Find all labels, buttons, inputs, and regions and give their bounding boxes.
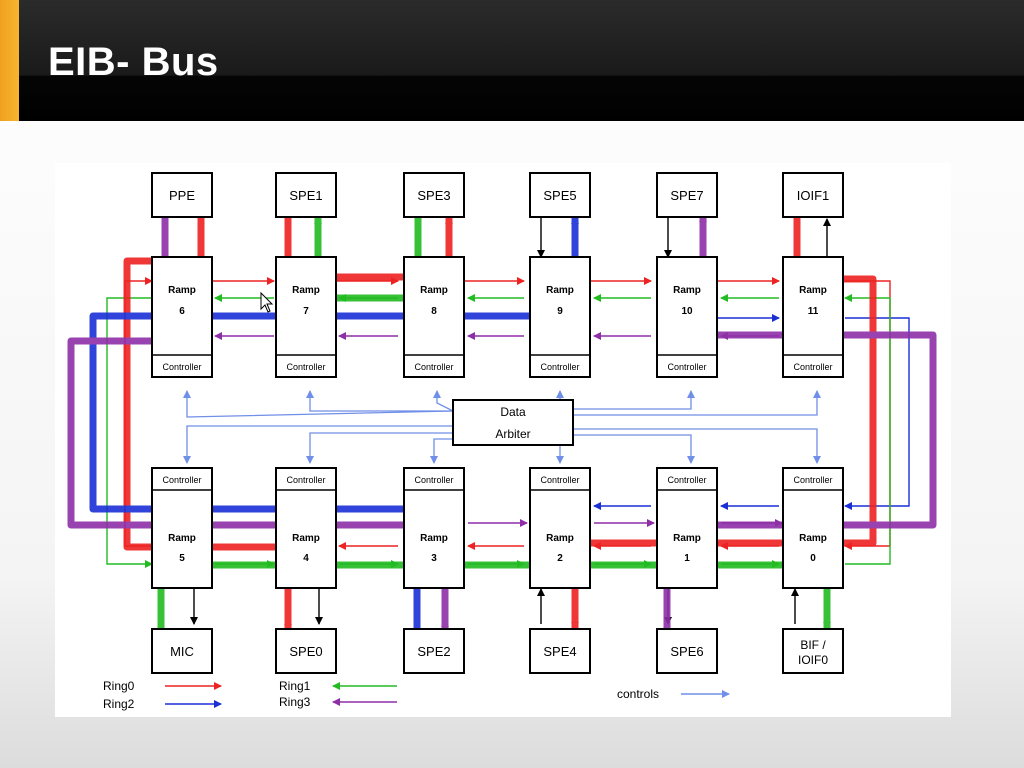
legend-ring1-label: Ring1 [279, 679, 311, 693]
controller-label: Controller [540, 362, 579, 372]
ramp-label: Ramp [799, 533, 827, 544]
accent-bar [0, 0, 19, 121]
ramp-label: Ramp [673, 285, 701, 296]
control-lines [183, 390, 821, 464]
ramp-0: Controller Ramp 0 [782, 467, 844, 589]
unit-spe4: SPE4 [529, 628, 591, 674]
ramp-label: Ramp [673, 533, 701, 544]
unit-label: SPE4 [543, 644, 576, 659]
ramp-11: Ramp 11 Controller [782, 256, 844, 378]
ramp-label: Ramp [546, 533, 574, 544]
unit-ioif1: IOIF1 [782, 172, 844, 218]
slide-header: EIB- Bus [0, 0, 1024, 121]
unit-label: IOIF1 [797, 188, 830, 203]
unit-label: SPE5 [543, 188, 576, 203]
ramp-label: Ramp [420, 533, 448, 544]
ramp-number: 3 [431, 553, 437, 564]
unit-label: SPE2 [417, 644, 450, 659]
ramp-8: Ramp 8 Controller [403, 256, 465, 378]
controller-label: Controller [414, 362, 453, 372]
controller-label: Controller [286, 362, 325, 372]
unit-spe0: SPE0 [275, 628, 337, 674]
ramp-number: 5 [179, 553, 185, 564]
ramp-label: Ramp [292, 285, 320, 296]
unit-spe6: SPE6 [656, 628, 718, 674]
top-units: PPE SPE1 SPE3 SPE5 SPE7 IOIF1 [151, 172, 844, 218]
ramp-number: 1 [684, 553, 690, 564]
unit-label: PPE [169, 188, 195, 203]
unit-spe7: SPE7 [656, 172, 718, 218]
slide-title: EIB- Bus [48, 40, 219, 84]
ring1-path-mic-bif [157, 561, 831, 630]
diagram-frame: PPE SPE1 SPE3 SPE5 SPE7 IOIF1 Ramp 6 Con… [55, 163, 951, 717]
ramp-number: 2 [557, 553, 563, 564]
ring0-path-spe1-spe3 [284, 216, 453, 281]
legend-controls-label: controls [617, 687, 659, 701]
unit-label-line-1: BIF / [800, 638, 826, 652]
ramp-number: 7 [303, 306, 309, 317]
legend-ring0-label: Ring0 [103, 679, 135, 693]
ramp-number: 10 [681, 306, 693, 317]
legend-ring2-label: Ring2 [103, 697, 135, 711]
legend: Ring0 Ring2 Ring1 Ring3 controls [103, 679, 730, 711]
controller-label: Controller [414, 475, 453, 485]
unit-spe3: SPE3 [403, 172, 465, 218]
ramp-label: Ramp [168, 533, 196, 544]
unit-label: MIC [170, 644, 194, 659]
controller-label: Controller [162, 362, 201, 372]
ramp-label: Ramp [546, 285, 574, 296]
ramp-2: Controller Ramp 2 [529, 467, 591, 589]
unit-label: SPE6 [670, 644, 703, 659]
unit-label: SPE3 [417, 188, 450, 203]
ramp-number: 6 [179, 306, 185, 317]
ramp-number: 11 [808, 306, 819, 317]
unit-label: SPE1 [289, 188, 322, 203]
unit-label-line-2: IOIF0 [798, 653, 828, 667]
unit-label: SPE7 [670, 188, 703, 203]
ramp-10: Ramp 10 Controller [656, 256, 718, 378]
arbiter-line-1: Data [500, 405, 526, 419]
ramp-label: Ramp [168, 285, 196, 296]
unit-mic: MIC [151, 628, 213, 674]
controller-label: Controller [667, 475, 706, 485]
legend-ring3-label: Ring3 [279, 695, 311, 709]
unit-bif-ioif0: BIF / IOIF0 [782, 628, 844, 674]
unit-spe5: SPE5 [529, 172, 591, 218]
unit-spe1: SPE1 [275, 172, 337, 218]
ramp-5: Controller Ramp 5 [151, 467, 213, 589]
ramp-1: Controller Ramp 1 [656, 467, 718, 589]
bottom-ramps: Controller Ramp 5 Controller Ramp 4 Cont… [151, 467, 844, 589]
top-ramps: Ramp 6 Controller Ramp 7 Controller Ramp… [151, 256, 844, 378]
ramp-label: Ramp [420, 285, 448, 296]
controller-label: Controller [793, 475, 832, 485]
ramp-4: Controller Ramp 4 [275, 467, 337, 589]
ramp-number: 0 [810, 553, 816, 564]
unit-spe2: SPE2 [403, 628, 465, 674]
ramp-label: Ramp [292, 533, 320, 544]
controller-label: Controller [162, 475, 201, 485]
controller-label: Controller [793, 362, 832, 372]
controller-label: Controller [540, 475, 579, 485]
cursor-icon [260, 291, 274, 313]
unit-ppe: PPE [151, 172, 213, 218]
ramp-9: Ramp 9 Controller [529, 256, 591, 378]
ramp-3: Controller Ramp 3 [403, 467, 465, 589]
bottom-units: MIC SPE0 SPE2 SPE4 SPE6 BIF / IOIF0 [151, 628, 844, 674]
ramp-number: 9 [557, 306, 563, 317]
eib-bus-diagram: PPE SPE1 SPE3 SPE5 SPE7 IOIF1 Ramp 6 Con… [67, 172, 937, 711]
unit-label: SPE0 [289, 644, 322, 659]
ramp-6: Ramp 6 Controller [151, 256, 213, 378]
ramp-7: Ramp 7 Controller [275, 256, 337, 378]
ramp-label: Ramp [799, 285, 827, 296]
controller-label: Controller [286, 475, 325, 485]
ramp-number: 4 [303, 553, 309, 564]
data-arbiter: Data Arbiter [452, 399, 574, 446]
arbiter-line-2: Arbiter [495, 427, 530, 441]
controller-label: Controller [667, 362, 706, 372]
ramp-number: 8 [431, 306, 437, 317]
